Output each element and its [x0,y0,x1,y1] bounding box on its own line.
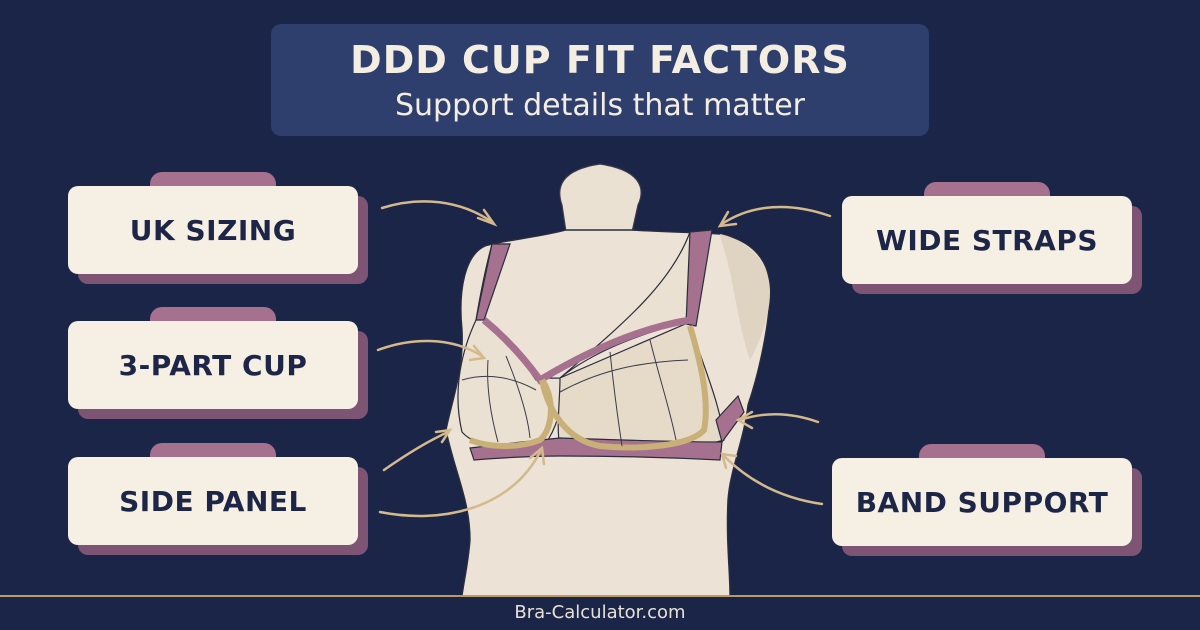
arrow-side-panel-lower [378,445,546,518]
label-text: BAND SUPPORT [832,458,1132,546]
arrow-three-part-cup [376,339,487,362]
footer-site-name: Bra-Calculator.com [514,602,686,623]
arrow-band-support-lower [720,452,824,506]
label-text: UK SIZING [68,186,358,274]
label-uk-sizing: UK SIZING [68,172,368,284]
label-wide-straps: WIDE STRAPS [842,182,1142,294]
footer-divider [0,595,1200,597]
label-text: WIDE STRAPS [842,196,1132,284]
page-subtitle: Support details that matter [395,88,805,123]
label-side-panel: SIDE PANEL [68,443,368,555]
title-box: DDD CUP FIT FACTORS Support details that… [271,24,929,136]
label-band-support: BAND SUPPORT [832,444,1142,556]
label-three-part-cup: 3-PART CUP [68,307,368,419]
label-text: SIDE PANEL [68,457,358,545]
bra [457,229,745,461]
label-text: 3-PART CUP [68,321,358,409]
arrow-wide-straps [717,205,832,228]
arrow-uk-sizing [380,200,498,227]
page-title: DDD CUP FIT FACTORS [350,38,850,82]
arrow-band-support-upper [735,410,820,430]
arrow-side-panel-upper [382,428,453,472]
